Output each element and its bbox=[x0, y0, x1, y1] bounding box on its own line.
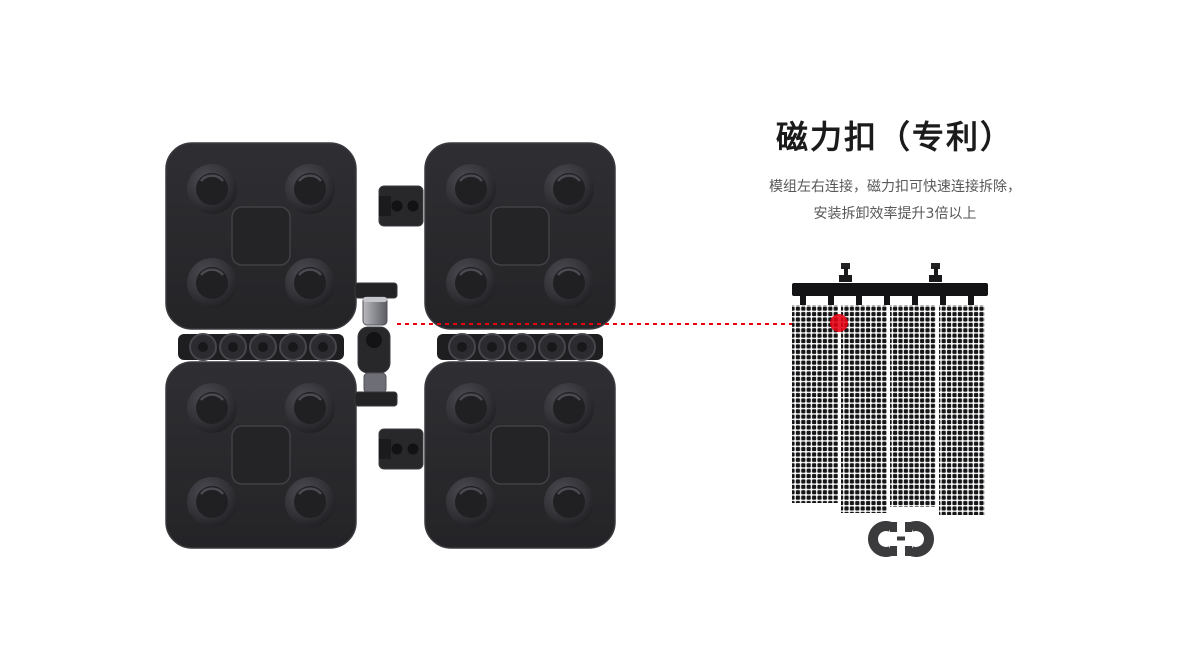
hanging-clamp-right bbox=[929, 263, 942, 282]
rail-hooks bbox=[800, 296, 974, 305]
feature-title: 磁力扣（专利） bbox=[775, 118, 1014, 156]
magnetic-buckle-assembly bbox=[354, 282, 398, 407]
bottom-clamp-connector bbox=[378, 428, 424, 470]
module-bottom-right bbox=[425, 362, 615, 548]
hinge-gear-band-left bbox=[178, 333, 344, 361]
module-top-right bbox=[425, 143, 615, 329]
magnet-icon bbox=[861, 521, 941, 557]
top-rail bbox=[792, 283, 988, 296]
red-highlight-dot bbox=[830, 314, 848, 332]
hinge-gear-band-right bbox=[437, 333, 603, 361]
led-module-back-render bbox=[158, 133, 628, 558]
module-bottom-left bbox=[166, 362, 356, 548]
magnet-icon-graphic bbox=[868, 521, 934, 557]
callout-dashed-line bbox=[397, 323, 833, 325]
feature-description-line-2: 安装拆卸效率提升3倍以上 bbox=[813, 206, 977, 222]
module-top-left bbox=[166, 143, 356, 329]
module-connection-render bbox=[158, 133, 628, 558]
mesh-screen-graphic bbox=[792, 263, 988, 515]
mesh-screen-thumbnail bbox=[790, 263, 996, 529]
feature-description: 模组左右连接，磁力扣可快速连接拆除， 安装拆卸效率提升3倍以上 bbox=[730, 174, 1060, 228]
feature-description-line-1: 模组左右连接，磁力扣可快速连接拆除， bbox=[769, 179, 1021, 195]
top-clamp-connector bbox=[378, 185, 424, 227]
hanging-clamp-left bbox=[839, 263, 852, 282]
mesh-strips bbox=[792, 305, 985, 515]
